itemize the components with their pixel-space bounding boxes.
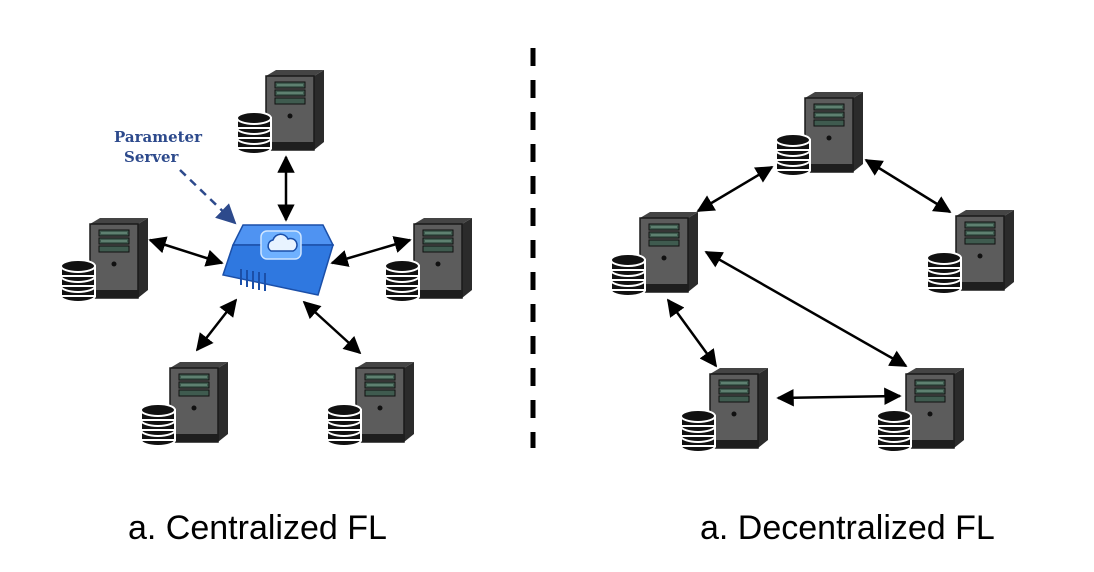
parameter-server-label: Parameter Server [114,128,207,166]
decentralized-panel [611,92,1014,452]
client-bottom-right [327,362,414,446]
link-bottomleft-bottomright [776,387,902,407]
link-left-top [696,165,774,213]
link-hub-right [330,236,412,267]
peer-right [927,210,1014,294]
parameter-server-label-line2: Server [124,148,180,166]
peer-left [611,212,698,296]
client-bottom-left [141,362,228,446]
client-top [237,70,324,154]
client-right [385,218,472,302]
caption-centralized: a. Centralized FL [128,509,387,547]
peer-bottom-left [681,368,768,452]
link-left-bottomright [704,250,908,368]
centralized-panel: Parameter Server [61,70,472,446]
link-top-right [864,158,952,214]
link-left-bottomleft [666,298,718,368]
parameter-server-pointer-arrow [179,169,237,225]
link-hub-bottom-left [195,298,238,352]
caption-decentralized: a. Decentralized FL [700,509,995,547]
client-left [61,218,148,302]
link-hub-bottom-right [302,300,362,355]
link-hub-left [148,236,224,267]
cloud-parameter-server-icon [222,224,335,296]
parameter-server-label-line1: Parameter [114,128,203,146]
peer-bottom-right [877,368,964,452]
peer-top [776,92,863,176]
